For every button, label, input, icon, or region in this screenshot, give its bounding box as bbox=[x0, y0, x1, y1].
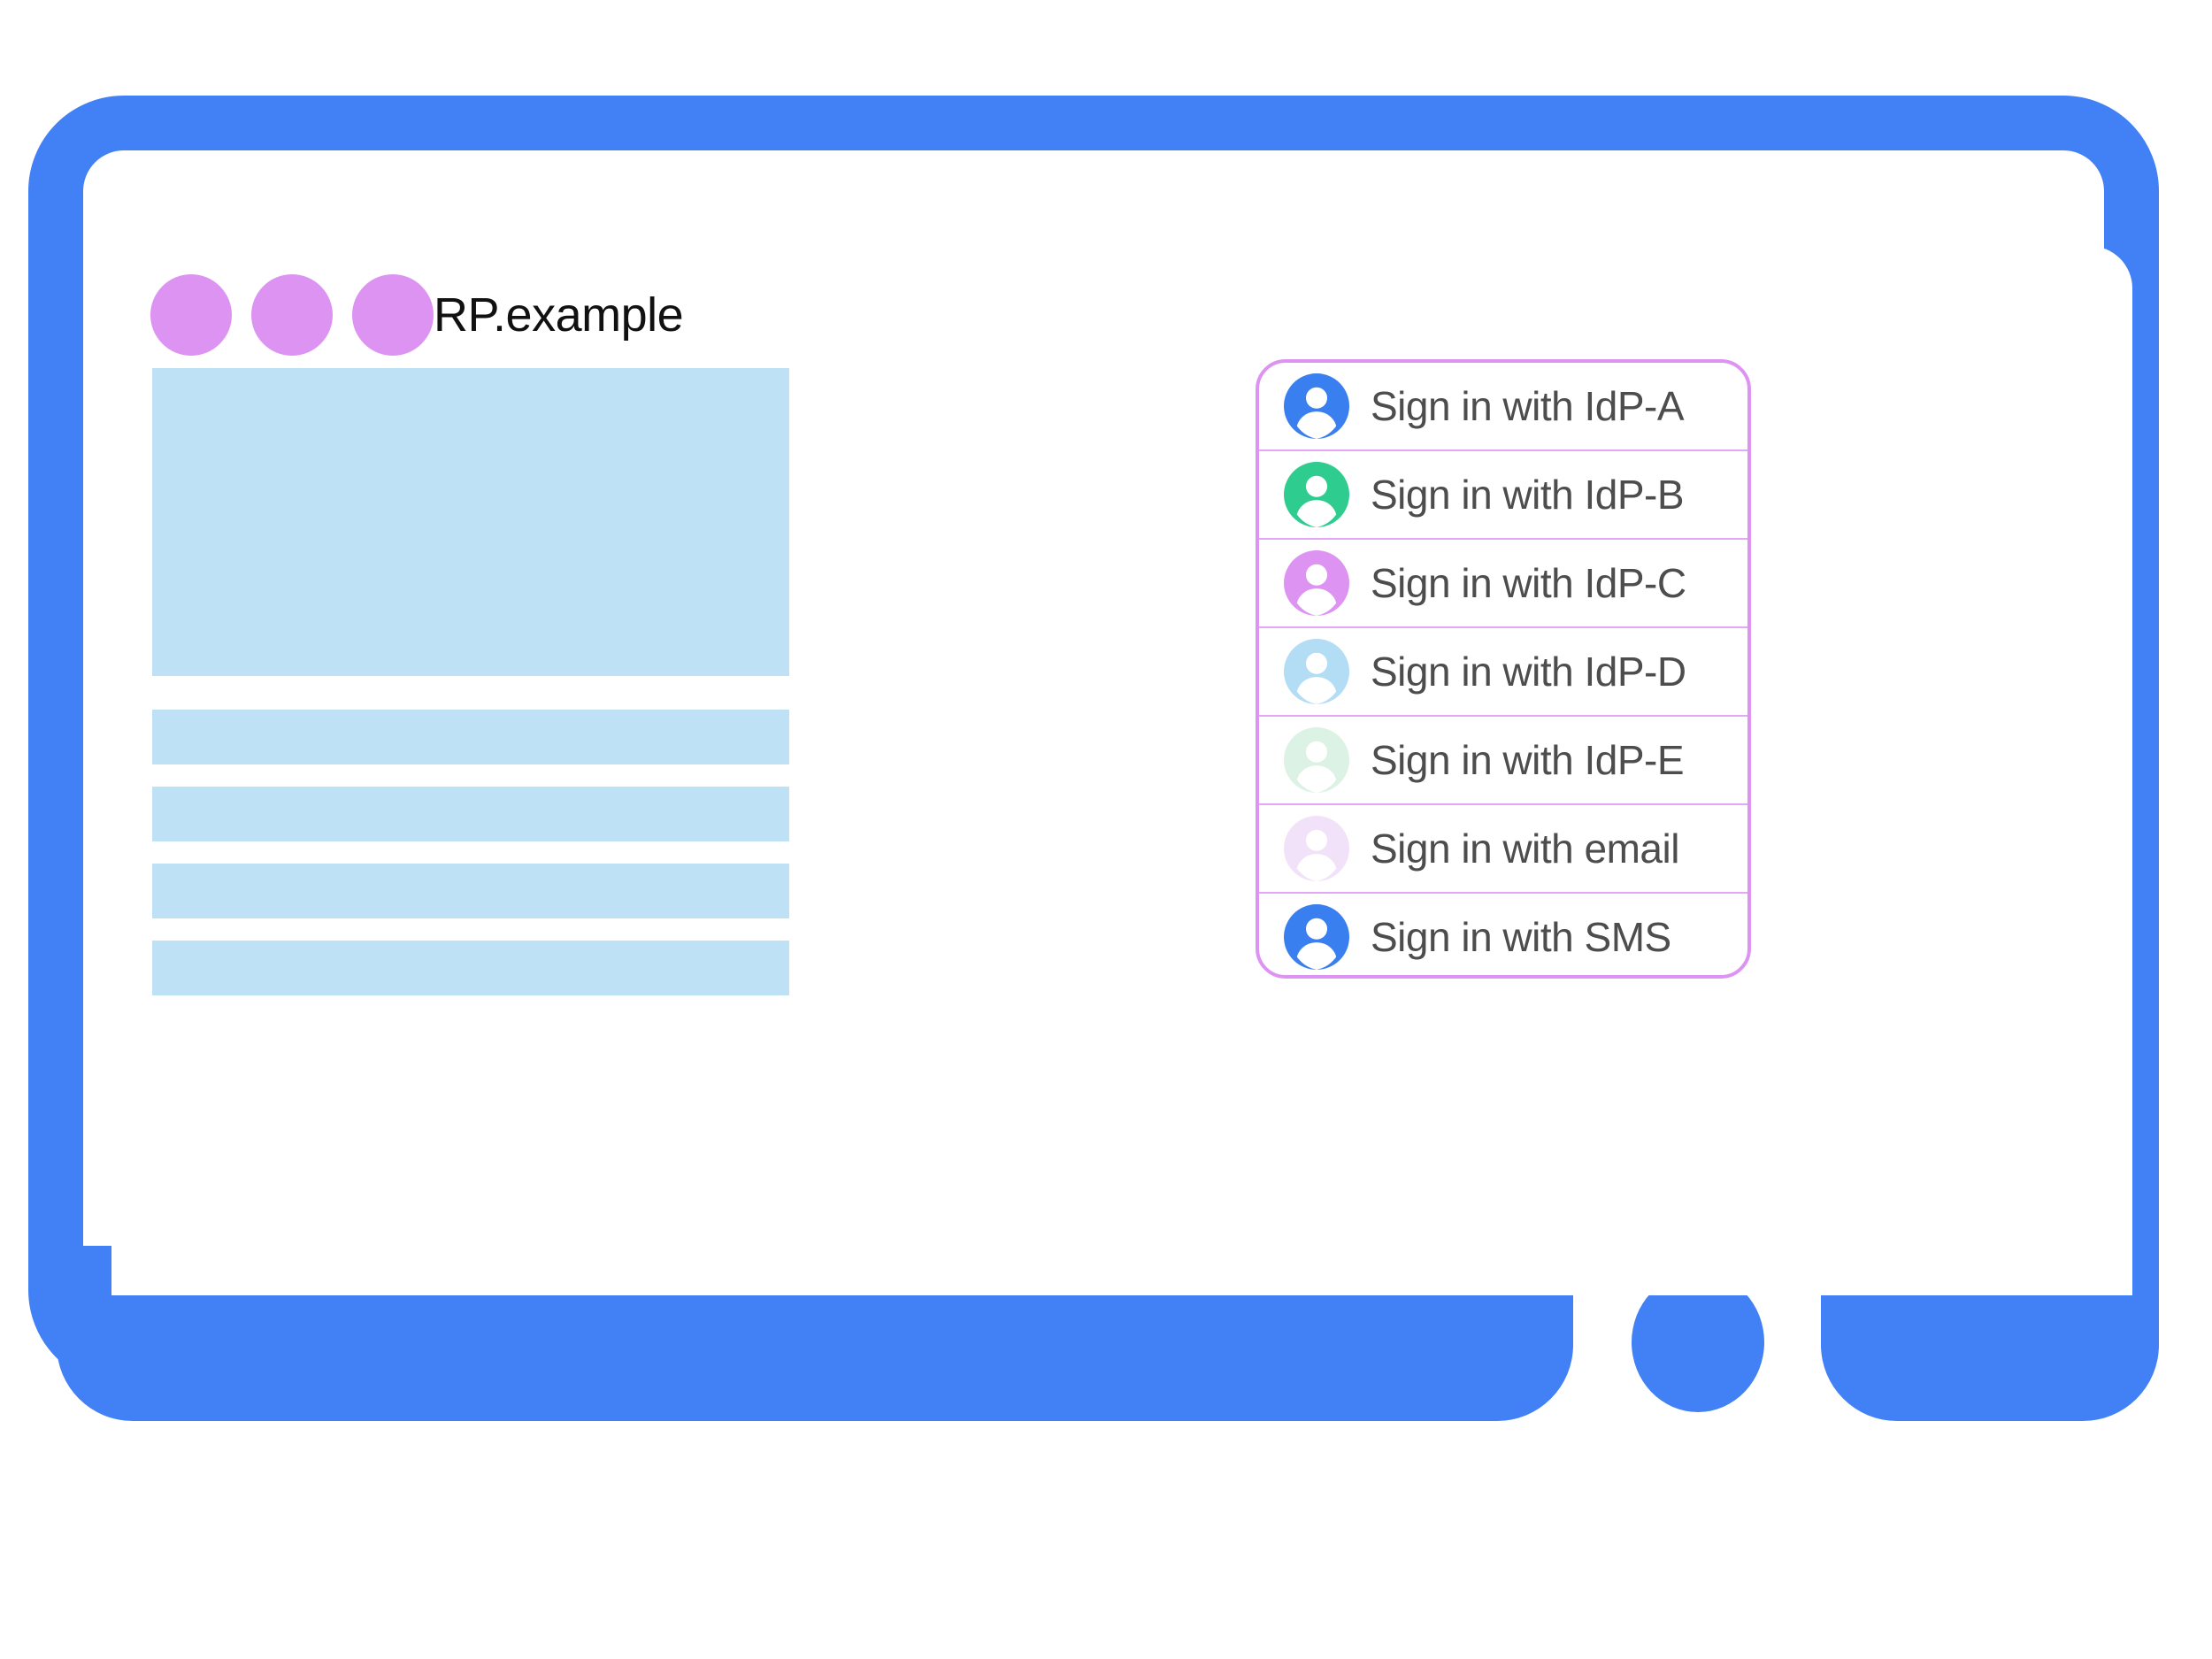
content-bar-4 bbox=[152, 941, 789, 995]
signin-option-label: Sign in with IdP-D bbox=[1371, 649, 1686, 695]
content-hero-block bbox=[152, 368, 789, 676]
window-dot-2-icon[interactable] bbox=[251, 274, 333, 356]
account-avatar-icon bbox=[1284, 727, 1349, 793]
signin-option-label: Sign in with SMS bbox=[1371, 914, 1671, 960]
signin-option-row[interactable]: Sign in with IdP-E bbox=[1259, 715, 1747, 803]
content-bar-2 bbox=[152, 787, 789, 841]
signin-option-row[interactable]: Sign in with IdP-D bbox=[1259, 626, 1747, 715]
content-bar-3 bbox=[152, 864, 789, 918]
signin-option-row[interactable]: Sign in with IdP-C bbox=[1259, 538, 1747, 626]
account-avatar-icon bbox=[1284, 373, 1349, 439]
signin-panel: Sign in with IdP-A Sign in with IdP-B Sign… bbox=[1256, 359, 1751, 979]
signin-option-label: Sign in with IdP-A bbox=[1371, 383, 1685, 429]
window-dot-3-icon[interactable] bbox=[352, 274, 434, 356]
account-avatar-icon bbox=[1284, 639, 1349, 704]
bezel-bottom-right bbox=[1821, 1271, 2159, 1421]
content-bar-1 bbox=[152, 710, 789, 764]
signin-option-row[interactable]: Sign in with IdP-A bbox=[1259, 363, 1747, 449]
account-avatar-icon bbox=[1284, 550, 1349, 616]
account-avatar-icon bbox=[1284, 904, 1349, 970]
signin-option-label: Sign in with IdP-C bbox=[1371, 560, 1686, 606]
signin-option-row[interactable]: Sign in with IdP-B bbox=[1259, 449, 1747, 538]
window-title-bar: RP.example bbox=[111, 246, 2132, 405]
home-button[interactable] bbox=[1632, 1272, 1764, 1412]
signin-option-label: Sign in with IdP-B bbox=[1371, 472, 1685, 518]
bezel-bottom-left bbox=[57, 1271, 1573, 1421]
signin-option-row[interactable]: Sign in with SMS bbox=[1259, 892, 1747, 980]
signin-option-label: Sign in with email bbox=[1371, 826, 1679, 872]
signin-option-row[interactable]: Sign in with email bbox=[1259, 803, 1747, 892]
account-avatar-icon bbox=[1284, 462, 1349, 527]
account-avatar-icon bbox=[1284, 816, 1349, 881]
page-title: RP.example bbox=[434, 288, 684, 342]
signin-option-label: Sign in with IdP-E bbox=[1371, 737, 1685, 783]
window-dot-1-icon[interactable] bbox=[150, 274, 232, 356]
